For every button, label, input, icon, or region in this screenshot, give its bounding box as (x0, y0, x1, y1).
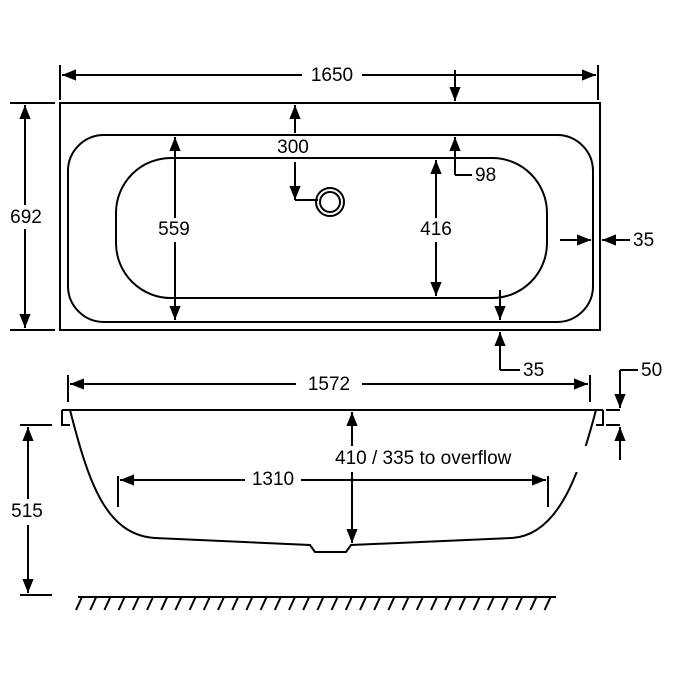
dim-overall-width: 692 (4, 102, 55, 331)
dim-inner-width-base: 416 (413, 160, 459, 296)
hatch-mark (217, 596, 225, 611)
svg-text:300: 300 (277, 137, 309, 158)
hatch-mark (543, 596, 552, 611)
svg-text:35: 35 (633, 230, 654, 251)
dim-inner-width-top: 559 (152, 137, 198, 320)
hatch-mark (415, 596, 424, 611)
hatch-mark (259, 596, 268, 611)
outer-outline (59, 102, 601, 331)
hatch-mark (529, 596, 538, 611)
hatch-mark (202, 596, 211, 611)
hatch-mark (188, 596, 197, 611)
hatch-mark (444, 596, 453, 611)
hatch-mark (430, 596, 438, 611)
hatch-mark (75, 596, 83, 611)
svg-text:416: 416 (420, 219, 452, 240)
dim-depth: 410 / 335 to overflow (333, 412, 589, 543)
svg-text:1572: 1572 (308, 374, 350, 395)
svg-text:1310: 1310 (252, 469, 294, 490)
hatch-mark (302, 596, 311, 611)
dim-rim-thickness: 50 (606, 360, 662, 460)
hatch-mark (89, 596, 98, 611)
hatch-mark (103, 596, 112, 611)
top-view (59, 102, 601, 331)
hatch-mark (273, 596, 282, 611)
svg-text:98: 98 (475, 165, 496, 186)
dim-side-rim-bottom: 35 (494, 290, 544, 381)
dim-rim-step: 98 (449, 137, 496, 186)
svg-text:50: 50 (641, 360, 662, 381)
dim-rim-length: 1572 (67, 373, 591, 402)
svg-text:692: 692 (10, 207, 42, 228)
hatch-mark (330, 596, 339, 611)
svg-text:1650: 1650 (311, 65, 353, 86)
hatch-mark (316, 596, 325, 611)
hatch-mark (160, 596, 169, 611)
side-view (61, 409, 604, 553)
hatch-mark (174, 596, 183, 611)
hatch-mark (401, 596, 410, 611)
hatch-mark (501, 596, 509, 611)
hatch-mark (387, 596, 396, 611)
hatch-mark (515, 596, 524, 611)
svg-text:35: 35 (523, 360, 544, 381)
hatch-mark (288, 596, 296, 611)
hatch-mark (344, 596, 353, 611)
hatch-mark (458, 596, 467, 611)
hatch-mark (146, 596, 154, 611)
dim-overall-length: 1650 (59, 64, 599, 101)
hatch-mark (231, 596, 240, 611)
dim-floor-height: 515 (4, 424, 52, 596)
dim-side-rim-right: 35 (560, 230, 654, 251)
hatch-mark (472, 596, 481, 611)
dim-waste-offset: 300 (277, 105, 318, 201)
svg-text:559: 559 (158, 219, 190, 240)
hatch-mark (373, 596, 382, 611)
dim-base-length: 1310 (117, 469, 549, 507)
hatch-mark (131, 596, 140, 611)
hatch-mark (117, 596, 126, 611)
hatch-mark (245, 596, 254, 611)
hatch-mark (359, 596, 367, 611)
rim-inner-outline (67, 134, 594, 323)
svg-text:410 / 335 to overflow: 410 / 335 to overflow (335, 448, 512, 469)
waste-outlet-icon (315, 187, 345, 217)
svg-text:515: 515 (11, 501, 43, 522)
hatch-mark (486, 596, 495, 611)
floor-hatch (75, 596, 556, 611)
base-outline (115, 157, 548, 299)
